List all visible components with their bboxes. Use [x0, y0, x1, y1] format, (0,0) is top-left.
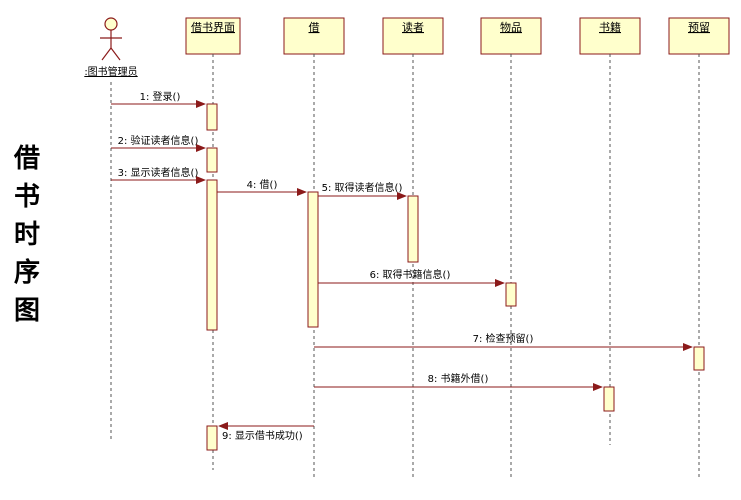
activation-bar	[206, 179, 218, 331]
message-3: 3: 显示读者信息()	[111, 166, 206, 184]
lifeline-label: 书籍	[599, 20, 621, 34]
message-label: 7: 检查预留()	[473, 332, 534, 345]
lifeline-box	[185, 17, 241, 55]
message-1: 1: 登录()	[111, 90, 206, 108]
lifeline-item: 物品	[480, 17, 542, 480]
lifeline-box	[283, 17, 345, 55]
actor-librarian: :图书管理员	[84, 17, 138, 440]
activation-bar	[603, 386, 615, 412]
message-label: 2: 验证读者信息()	[118, 134, 199, 147]
message-label: 1: 登录()	[140, 90, 181, 103]
lifeline-label: 读者	[402, 20, 424, 34]
lifeline-label: 借书界面	[191, 21, 235, 34]
message-8: 8: 书籍外借()	[314, 372, 603, 391]
lifeline-box	[382, 17, 444, 55]
message-7: 7: 检查预留()	[314, 332, 693, 351]
title-char: 图	[13, 296, 40, 326]
lifeline-label: 借	[309, 21, 320, 34]
activation-bar	[407, 195, 419, 263]
message-4: 4: 借()	[217, 179, 307, 196]
stick-figure-icon	[100, 17, 122, 61]
title-char: 借	[13, 144, 40, 174]
message-label: 6: 取得书籍信息()	[370, 268, 451, 281]
diagram-title: 借 书 时 序 图	[12, 140, 42, 330]
message-label: 8: 书籍外借()	[428, 372, 489, 385]
title-char: 序	[13, 258, 40, 288]
lifeline-ui: 借书界面	[185, 17, 241, 470]
activation-bar	[693, 346, 705, 371]
title-char: 书	[13, 182, 40, 212]
lifeline-box	[668, 17, 730, 55]
message-6: 6: 取得书籍信息()	[318, 268, 505, 287]
activations	[206, 103, 705, 451]
activation-bar	[206, 425, 218, 451]
actor-label: :图书管理员	[84, 65, 137, 78]
lifeline-label: 预留	[688, 21, 710, 34]
activation-bar	[307, 191, 319, 328]
lifeline-book: 书籍	[579, 17, 641, 445]
message-9: 9: 显示借书成功()	[218, 422, 314, 442]
title-char: 时	[13, 220, 40, 250]
lifeline-box	[480, 17, 542, 55]
activation-bar	[505, 282, 517, 307]
message-label: 4: 借()	[247, 179, 278, 191]
lifeline-reader: 读者	[382, 17, 444, 480]
lifeline-label: 物品	[500, 20, 522, 34]
message-label: 3: 显示读者信息()	[118, 166, 199, 179]
message-5: 5: 取得读者信息()	[318, 181, 407, 200]
activation-bar	[206, 103, 218, 131]
lifeline-box	[579, 17, 641, 55]
message-2: 2: 验证读者信息()	[111, 134, 206, 152]
message-label: 5: 取得读者信息()	[322, 181, 403, 194]
message-label: 9: 显示借书成功()	[222, 430, 303, 442]
lifeline-borrow: 借	[283, 17, 345, 480]
activation-bar	[206, 147, 218, 173]
lifeline-reserve: 预留	[668, 17, 730, 480]
